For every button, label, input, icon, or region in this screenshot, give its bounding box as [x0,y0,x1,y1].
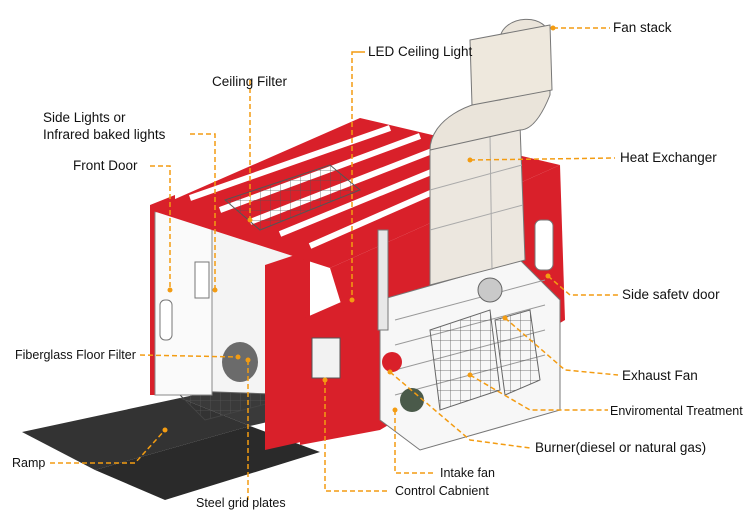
label-ramp: Ramp [12,456,46,470]
label-environmental-treatment: Enviromental Treatment [610,404,743,418]
label-control-cabinet: Control Cabnient [395,484,489,498]
label-exhaust-fan: Exhaust Fan [622,368,698,383]
label-fan-stack: Fan stack [613,20,672,35]
fan-stack [429,18,553,151]
label-side-safety-door: Side safetv door [622,287,720,302]
label-ceiling-filter: Ceiling Filter [212,74,288,89]
heat-exchanger [429,124,526,286]
label-steel-grid-plates: Steel grid plates [196,496,286,510]
label-side-lights-2: Infrared baked lights [43,127,166,142]
label-heat-exchanger: Heat Exchanger [620,150,717,165]
label-front-door: Front Door [73,158,138,173]
label-led-ceiling-light: LED Ceiling Light [368,44,473,59]
label-fiberglass-floor-filter: Fiberglass Floor Filter [15,348,136,362]
label-side-lights-1: Side Lights or [43,110,126,125]
label-intake-fan: Intake fan [440,466,495,480]
label-burner: Burner(diesel or natural gas) [535,440,707,455]
leader-lines [50,27,619,500]
leader-dots [162,25,556,433]
machine-housing [377,229,561,451]
